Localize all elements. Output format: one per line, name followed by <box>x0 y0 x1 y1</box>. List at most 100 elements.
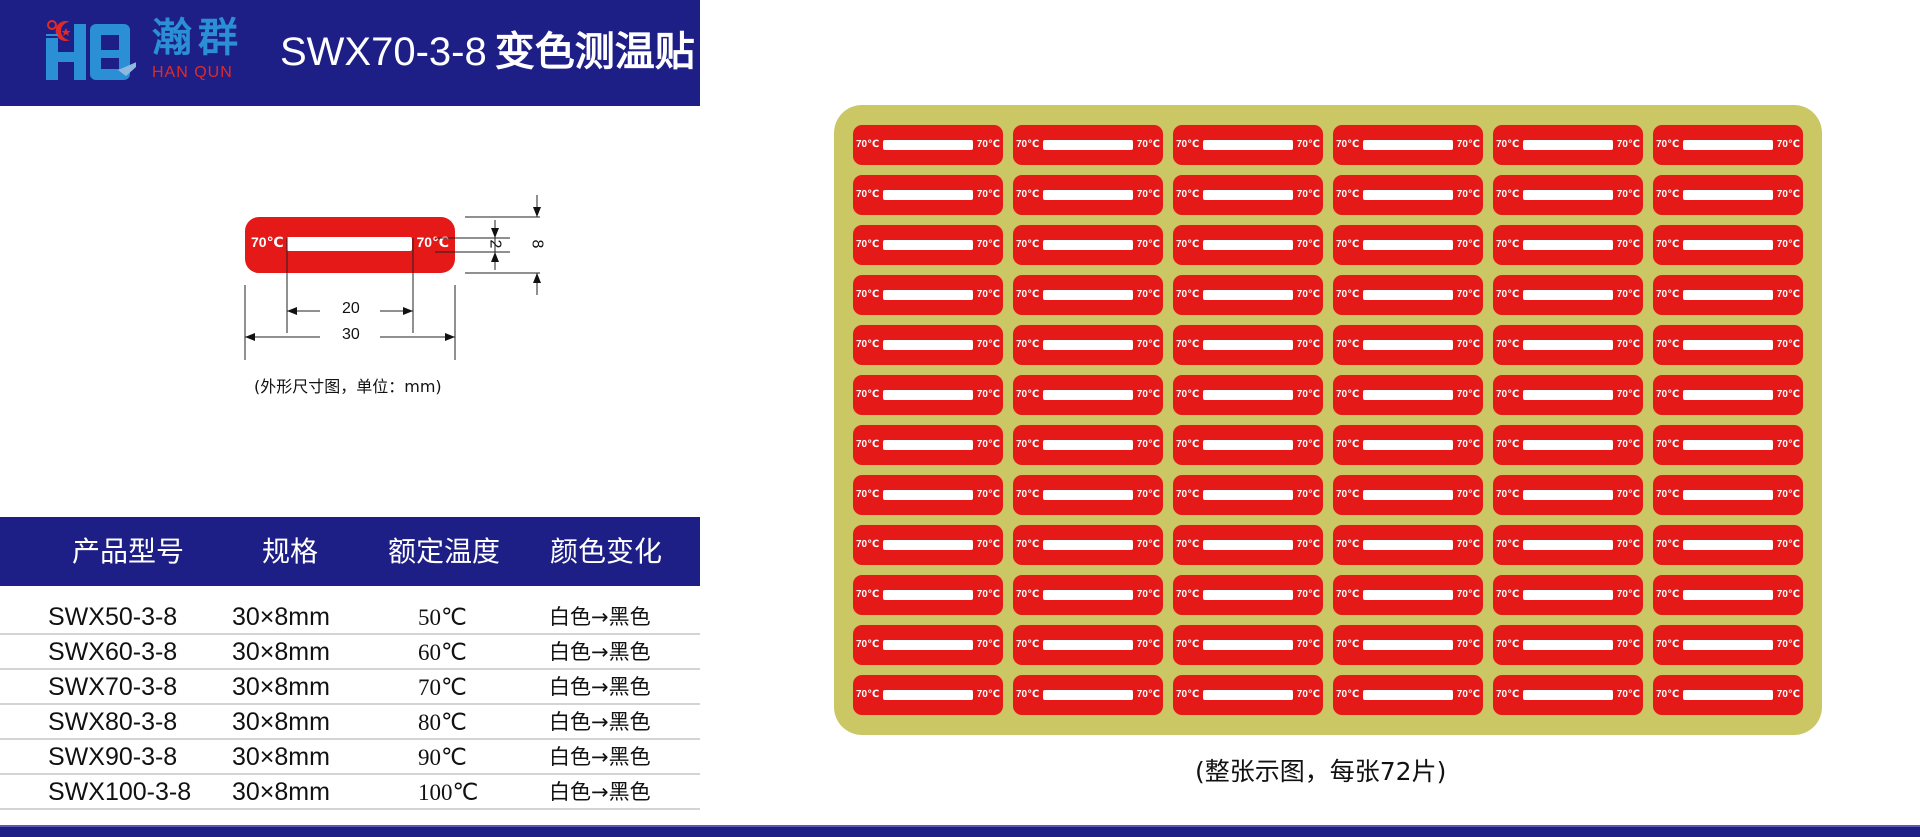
sheet-label-temp-left: 70℃ <box>1656 589 1680 600</box>
sheet-label-temp-left: 70℃ <box>1016 439 1040 450</box>
sheet-label-temp-left: 70℃ <box>1336 489 1360 500</box>
sheet-label-window <box>883 440 973 450</box>
sheet-label-temp-left: 70℃ <box>1016 489 1040 500</box>
sheet-label-temp-left: 70℃ <box>1656 389 1680 400</box>
sheet-label-temp-right: 70℃ <box>1296 689 1320 700</box>
sheet-label-temp-left: 70℃ <box>1176 389 1200 400</box>
sheet-label-temp-left: 70℃ <box>1496 289 1520 300</box>
sheet-label-window <box>883 640 973 650</box>
sheet-label-window <box>883 690 973 700</box>
sheet-label-temp-left: 70℃ <box>1016 689 1040 700</box>
sheet-label-temp-left: 70℃ <box>1176 489 1200 500</box>
sheet-label-temp-right: 70℃ <box>976 339 1000 350</box>
sheet-label-window <box>1523 490 1613 500</box>
sheet-label-temp-right: 70℃ <box>1456 489 1480 500</box>
sheet-label-window <box>1043 590 1133 600</box>
sheet-label-window <box>1043 540 1133 550</box>
sheet-label-temp-right: 70℃ <box>1296 289 1320 300</box>
sheet-label-temp-right: 70℃ <box>976 539 1000 550</box>
sheet-label-window <box>1523 340 1613 350</box>
sheet-label-temp-right: 70℃ <box>1456 289 1480 300</box>
product-model: SWX70-3-8 <box>280 30 487 74</box>
sheet-label-temp-left: 70℃ <box>856 689 880 700</box>
spec-table-body: SWX50-3-8 30×8mm 50℃ 白色→黑色 SWX60-3-8 30×… <box>0 600 700 810</box>
sheet-label-temp-right: 70℃ <box>976 189 1000 200</box>
sheet-label-temp-right: 70℃ <box>1136 439 1160 450</box>
sheet-label-temp-left: 70℃ <box>1496 389 1520 400</box>
col-header-temp: 额定温度 <box>387 535 500 568</box>
sheet-label-window <box>1363 340 1453 350</box>
sheet-label-temp-left: 70℃ <box>1656 539 1680 550</box>
sheet-label-window <box>1363 140 1453 150</box>
sheet-label-temp-left: 70℃ <box>1656 439 1680 450</box>
sheet-label-temp-left: 70℃ <box>1496 639 1520 650</box>
sheet-label-temp-right: 70℃ <box>1776 639 1800 650</box>
sheet-label-temp-right: 70℃ <box>1296 589 1320 600</box>
sheet-label-window <box>1683 390 1773 400</box>
sheet-label-temp-right: 70℃ <box>1616 639 1640 650</box>
sheet-label-window <box>1683 190 1773 200</box>
logo-english-name: HAN QUN <box>152 64 233 81</box>
sheet-label-window <box>1683 640 1773 650</box>
cell-color-change: 白色→黑色 <box>549 675 651 699</box>
sheet-label-temp-right: 70℃ <box>1776 689 1800 700</box>
sheet-label-temp-right: 70℃ <box>1136 239 1160 250</box>
sheet-label-temp-right: 70℃ <box>1456 389 1480 400</box>
sheet-label-temp-left: 70℃ <box>856 489 880 500</box>
sheet-label-temp-right: 70℃ <box>1776 139 1800 150</box>
sheet-label-temp-right: 70℃ <box>1296 639 1320 650</box>
sheet-label-temp-right: 70℃ <box>1616 339 1640 350</box>
sheet-label-temp-right: 70℃ <box>976 389 1000 400</box>
sheet-label-window <box>1203 140 1293 150</box>
cell-model: SWX100-3-8 <box>48 778 192 806</box>
sheet-label-temp-left: 70℃ <box>856 239 880 250</box>
sheet-label-temp-left: 70℃ <box>1336 339 1360 350</box>
sheet-label-temp-left: 70℃ <box>1656 289 1680 300</box>
sheet-label-temp-right: 70℃ <box>1776 289 1800 300</box>
cell-temp: 60℃ <box>418 640 467 665</box>
dim-bar-height: 2 <box>486 239 504 249</box>
cell-color-change: 白色→黑色 <box>549 780 651 804</box>
sheet-label-temp-left: 70℃ <box>1496 539 1520 550</box>
sheet-label-window <box>1203 390 1293 400</box>
sheet-label-window <box>1683 140 1773 150</box>
product-name: 变色测温贴 <box>494 29 695 75</box>
cell-color-change: 白色→黑色 <box>549 710 651 734</box>
cell-model: SWX60-3-8 <box>48 638 178 666</box>
sheet-label-temp-right: 70℃ <box>1616 589 1640 600</box>
sheet-label-temp-right: 70℃ <box>976 689 1000 700</box>
cell-spec: 30×8mm <box>232 673 330 701</box>
sheet-label-temp-left: 70℃ <box>1496 189 1520 200</box>
sheet-label-temp-left: 70℃ <box>856 189 880 200</box>
sheet-label-window <box>1363 590 1453 600</box>
footer-bar <box>0 825 1920 837</box>
sheet-caption: (整张示图，每张72片) <box>1195 757 1447 786</box>
sheet-label-window <box>1683 240 1773 250</box>
sheet-label-window <box>883 290 973 300</box>
sheet-label-window <box>1203 640 1293 650</box>
sheet-label-temp-left: 70℃ <box>1336 539 1360 550</box>
sheet-label-window <box>1203 590 1293 600</box>
sheet-label-temp-right: 70℃ <box>1136 689 1160 700</box>
sheet-label-temp-left: 70℃ <box>1176 289 1200 300</box>
sheet-label-window <box>1683 290 1773 300</box>
cell-color-change: 白色→黑色 <box>549 640 651 664</box>
table-row: SWX60-3-8 30×8mm 60℃ 白色→黑色 <box>0 635 700 670</box>
sheet-label-temp-left: 70℃ <box>1176 689 1200 700</box>
sheet-label-temp-right: 70℃ <box>1776 439 1800 450</box>
